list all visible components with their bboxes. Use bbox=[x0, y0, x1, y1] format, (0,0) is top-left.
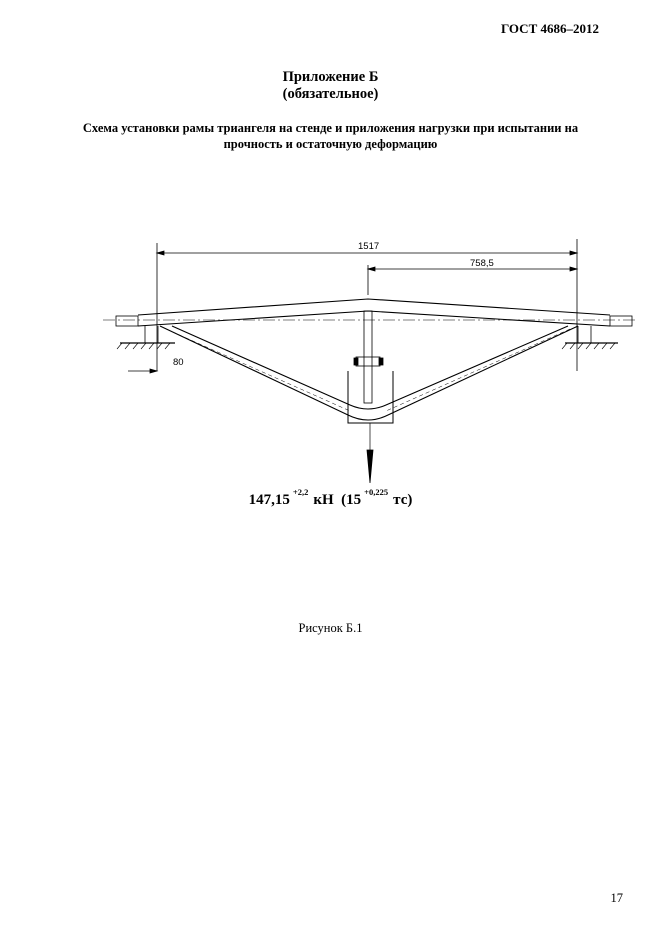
load-tc-tolerance: +0,225 bbox=[364, 487, 389, 497]
clamp-bolt-right bbox=[378, 357, 384, 366]
strut-inner bbox=[171, 325, 569, 410]
left-ground-hatch bbox=[116, 342, 171, 350]
page-number: 17 bbox=[610, 891, 624, 905]
dim-label-total: 1517 bbox=[358, 241, 379, 252]
right-ground-hatch bbox=[561, 342, 616, 350]
clamp-bolt-left bbox=[353, 357, 359, 366]
strut-outer bbox=[159, 325, 579, 421]
caption-line-1: Схема установки рамы триангеля на стенде… bbox=[82, 121, 579, 135]
dim-arrow-offset bbox=[149, 368, 159, 374]
dim-arrows-total bbox=[155, 250, 579, 256]
load-tc-unit: тс bbox=[393, 492, 408, 508]
load-kn-value: 147,15 bbox=[248, 492, 290, 508]
load-tc-value: 15 bbox=[346, 492, 362, 508]
right-end-stub bbox=[609, 315, 633, 327]
load-kn-unit: кН bbox=[313, 492, 334, 508]
beam-top-edge bbox=[137, 298, 611, 316]
load-arrow bbox=[366, 449, 374, 484]
dim-label-half: 758,5 bbox=[470, 258, 494, 269]
loading-yoke bbox=[347, 371, 394, 424]
left-end-stub bbox=[115, 315, 139, 327]
dim-arrows-half bbox=[366, 266, 579, 272]
figure-caption: Схема установки рамы триангеля на стенде… bbox=[0, 120, 661, 152]
standard-number: ГОСТ 4686–2012 bbox=[500, 21, 599, 36]
annex-status: (обязательное) bbox=[282, 86, 379, 102]
strut-hatching bbox=[165, 328, 571, 412]
dim-label-offset: 80 bbox=[173, 357, 184, 368]
caption-line-2: прочность и остаточную деформацию bbox=[223, 137, 438, 151]
beam-bottom-edge bbox=[137, 310, 611, 327]
load-kn-tolerance: +2,2 bbox=[292, 487, 309, 497]
annex-title: Приложение Б bbox=[282, 69, 379, 85]
clamp-bracket bbox=[355, 356, 381, 367]
annex-heading: Приложение Б (обязательное) bbox=[0, 69, 661, 103]
figure-label: Рисунок Б.1 bbox=[298, 621, 363, 635]
triangle-frame-diagram: 1517 758,5 80 bbox=[103, 239, 637, 484]
